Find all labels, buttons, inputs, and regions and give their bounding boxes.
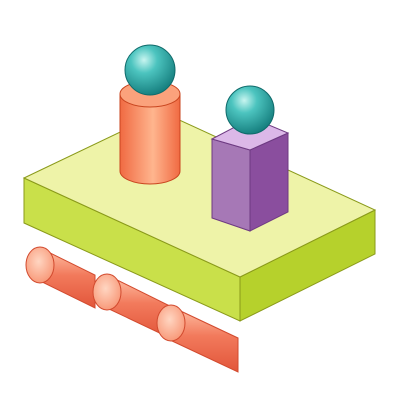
prism-sphere xyxy=(225,85,275,135)
prism-front-face xyxy=(211,138,251,232)
orange-cylinder xyxy=(119,80,181,185)
roller-front xyxy=(156,304,239,373)
purple-prism xyxy=(210,117,290,232)
roller-middle xyxy=(92,273,171,339)
platform xyxy=(22,111,377,322)
roller-back xyxy=(25,246,96,309)
cylinder-sphere xyxy=(124,44,176,96)
platform-top-face xyxy=(22,111,377,278)
